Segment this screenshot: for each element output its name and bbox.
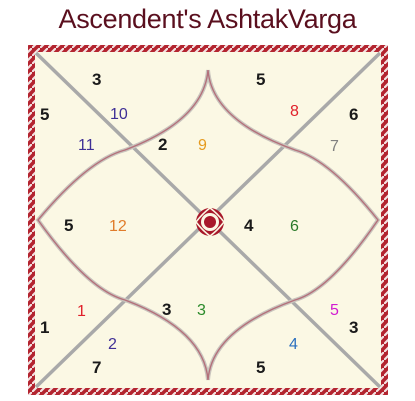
top-left-side-house: 11 — [78, 137, 95, 154]
top-left-score: 3 — [92, 70, 101, 89]
bottom-left-score: 7 — [92, 358, 101, 377]
top-left-side-score: 5 — [40, 105, 49, 124]
top-diamond-score: 2 — [158, 135, 167, 154]
top-right-score: 5 — [256, 70, 265, 89]
right-diamond-score: 4 — [244, 216, 254, 235]
bottom-left-side-score: 1 — [40, 318, 49, 337]
bottom-right-side-score: 3 — [349, 318, 358, 337]
top-right-side-score: 6 — [349, 105, 358, 124]
top-right-side-house: 7 — [330, 138, 339, 155]
top-diamond-house: 9 — [198, 137, 207, 154]
bottom-right-side-house: 5 — [330, 302, 339, 319]
bottom-right-house: 4 — [289, 336, 298, 353]
top-right-house: 8 — [290, 103, 299, 120]
bottom-left-side-house: 1 — [77, 303, 86, 320]
left-diamond-house: 12 — [109, 218, 127, 235]
bottom-diamond-house: 3 — [197, 302, 206, 319]
bottom-diamond-score: 3 — [162, 300, 171, 319]
bottom-right-score: 5 — [256, 358, 265, 377]
top-left-house: 10 — [110, 106, 128, 123]
left-diamond-score: 5 — [64, 216, 73, 235]
bottom-left-house: 2 — [108, 336, 117, 353]
right-diamond-house: 6 — [290, 218, 299, 235]
center-ornament — [196, 208, 224, 236]
